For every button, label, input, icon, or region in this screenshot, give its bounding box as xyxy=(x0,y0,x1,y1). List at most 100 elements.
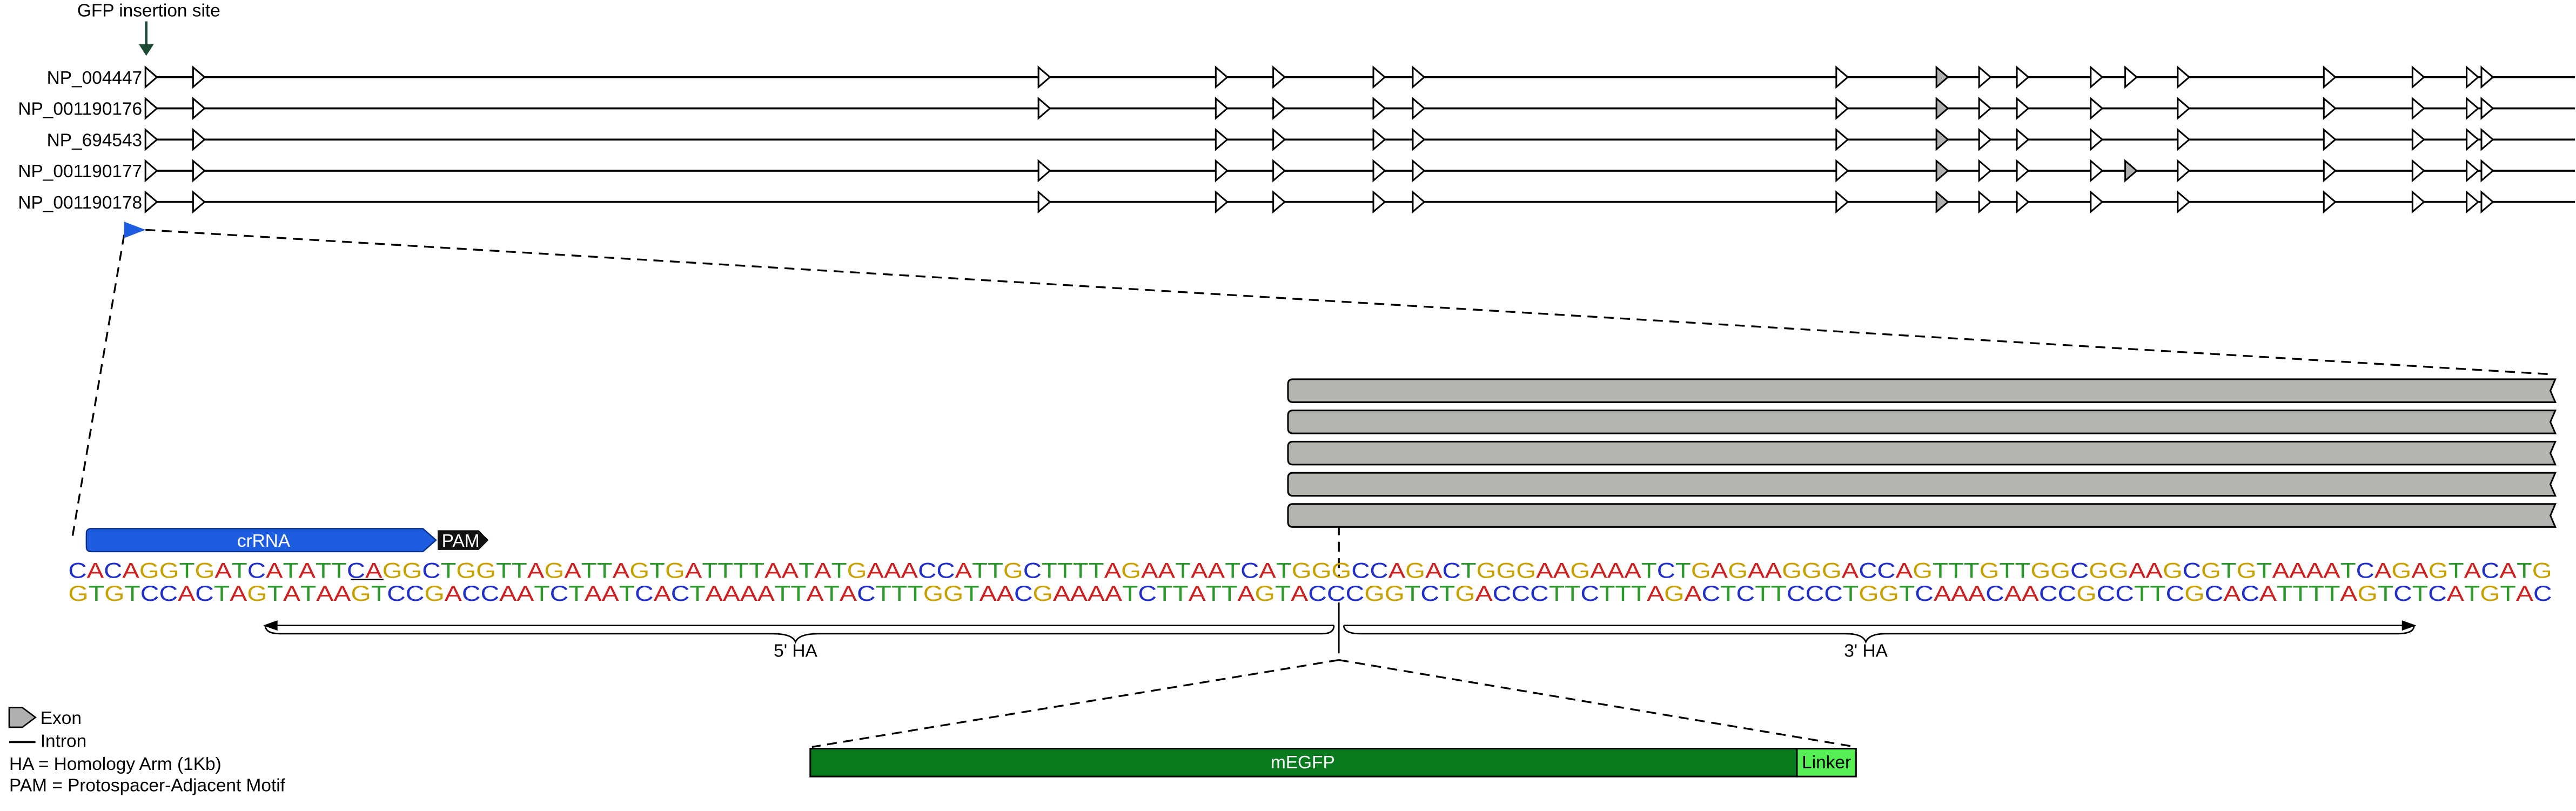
exon-marker xyxy=(1215,97,1229,120)
insert-cassette: mEGFP Linker xyxy=(809,748,1857,778)
ha-5-label: 5' HA xyxy=(774,641,817,661)
ha-bar xyxy=(1287,410,2557,434)
homology-arm-bars xyxy=(1287,378,2557,528)
exon-marker xyxy=(2090,159,2104,183)
exon-marker xyxy=(1037,97,1051,120)
exon-marker xyxy=(2177,159,2191,183)
exon-marker xyxy=(1835,97,1849,120)
exon-marker xyxy=(2323,128,2337,151)
exon-marker xyxy=(1978,97,1992,120)
exon-marker xyxy=(2466,97,2480,120)
exon-marker xyxy=(1037,190,1051,214)
exon-marker xyxy=(2480,65,2494,89)
transcript-label: NP_001190176 xyxy=(18,99,142,119)
transcript-label: NP_001190177 xyxy=(18,162,142,182)
exon-marker xyxy=(2016,65,2030,89)
exon-marker xyxy=(192,159,206,183)
exon-marker xyxy=(2177,97,2191,120)
exon-marker xyxy=(2090,190,2104,214)
exon-marker xyxy=(2016,128,2030,151)
ha-bar xyxy=(1287,440,2557,466)
exon-marker xyxy=(192,190,206,214)
exon-marker xyxy=(1215,159,1229,183)
exon-marker xyxy=(1037,159,1051,183)
exon-marker xyxy=(2016,97,2030,120)
exon-marker xyxy=(2090,97,2104,120)
exon-marker xyxy=(2411,128,2425,151)
pam-label: PAM xyxy=(442,531,480,551)
zoom-marker-icon xyxy=(124,222,146,238)
exon-marker xyxy=(1412,190,1426,214)
exon-marker xyxy=(1412,159,1426,183)
exon-marker xyxy=(1372,65,1386,89)
exon-marker xyxy=(2411,190,2425,214)
exon-marker xyxy=(1272,190,1286,214)
mEGFP-label: mEGFP xyxy=(1271,753,1335,773)
exon-marker xyxy=(2480,159,2494,183)
legend: Exon Intron HA = Homology Arm (1Kb) PAM … xyxy=(8,707,286,796)
exon-marker xyxy=(1372,97,1386,120)
exon-marker xyxy=(2323,190,2337,214)
transcript-row: NP_001190178 xyxy=(18,190,2575,214)
transcript-row: NP_001190177 xyxy=(18,159,2575,183)
exon-marker xyxy=(1372,159,1386,183)
exon-marker xyxy=(2480,128,2494,151)
exon-marker xyxy=(1978,190,1992,214)
exon-marker xyxy=(2466,65,2480,89)
exon-marker xyxy=(1272,97,1286,120)
exon-marker xyxy=(2090,128,2104,151)
exon-legend-icon xyxy=(8,707,37,728)
exon-marker xyxy=(2323,97,2337,120)
transcript-label: NP_694543 xyxy=(47,130,142,150)
exon-marker xyxy=(1215,65,1229,89)
exon-marker xyxy=(1935,65,1949,89)
exon-marker xyxy=(1935,159,1949,183)
exon-marker xyxy=(2411,97,2425,120)
exon-marker xyxy=(144,65,158,89)
transcript-tracks: NP_004447NP_001190176NP_694543NP_0011901… xyxy=(18,65,2575,214)
exon-marker xyxy=(1412,97,1426,120)
exon-marker xyxy=(144,97,158,120)
exon-marker xyxy=(1372,190,1386,214)
exon-marker xyxy=(2177,65,2191,89)
transcript-label: NP_004447 xyxy=(47,68,142,88)
exon-marker xyxy=(192,128,206,151)
homology-arm-5-prime xyxy=(263,620,1335,644)
exon-marker xyxy=(192,97,206,120)
crRNA-label: crRNA xyxy=(237,531,291,551)
exon-marker xyxy=(2124,65,2138,89)
exon-marker xyxy=(2177,190,2191,214)
exon-marker xyxy=(1372,128,1386,151)
transcript-row: NP_694543 xyxy=(47,128,2575,151)
zoom-lines xyxy=(70,229,2552,748)
exon-marker xyxy=(2466,128,2480,151)
exon-marker xyxy=(2411,65,2425,89)
exon-marker xyxy=(1978,128,1992,151)
exon-marker xyxy=(2323,65,2337,89)
exon-marker xyxy=(2124,159,2138,183)
pam-feature: PAM xyxy=(438,530,489,551)
exon-marker xyxy=(2016,159,2030,183)
exon-marker xyxy=(144,159,158,183)
transcript-row: NP_004447 xyxy=(47,65,2575,89)
exon-marker xyxy=(1935,128,1949,151)
homology-arm-3-prime xyxy=(1343,620,2417,644)
crRNA-feature: crRNA xyxy=(85,528,437,553)
exon-marker xyxy=(144,128,158,151)
exon-marker xyxy=(1978,65,1992,89)
exon-marker xyxy=(192,65,206,89)
exon-marker xyxy=(2411,159,2425,183)
exon-marker xyxy=(1037,65,1051,89)
exon-marker xyxy=(2466,159,2480,183)
ha-bar xyxy=(1287,472,2557,497)
transcript-row: NP_001190176 xyxy=(18,97,2575,120)
exon-marker xyxy=(1835,159,1849,183)
exon-marker xyxy=(1412,65,1426,89)
exon-marker xyxy=(2480,190,2494,214)
exon-marker xyxy=(1215,190,1229,214)
insertion-site-label: GFP insertion site xyxy=(77,1,220,21)
exon-marker xyxy=(1215,128,1229,151)
